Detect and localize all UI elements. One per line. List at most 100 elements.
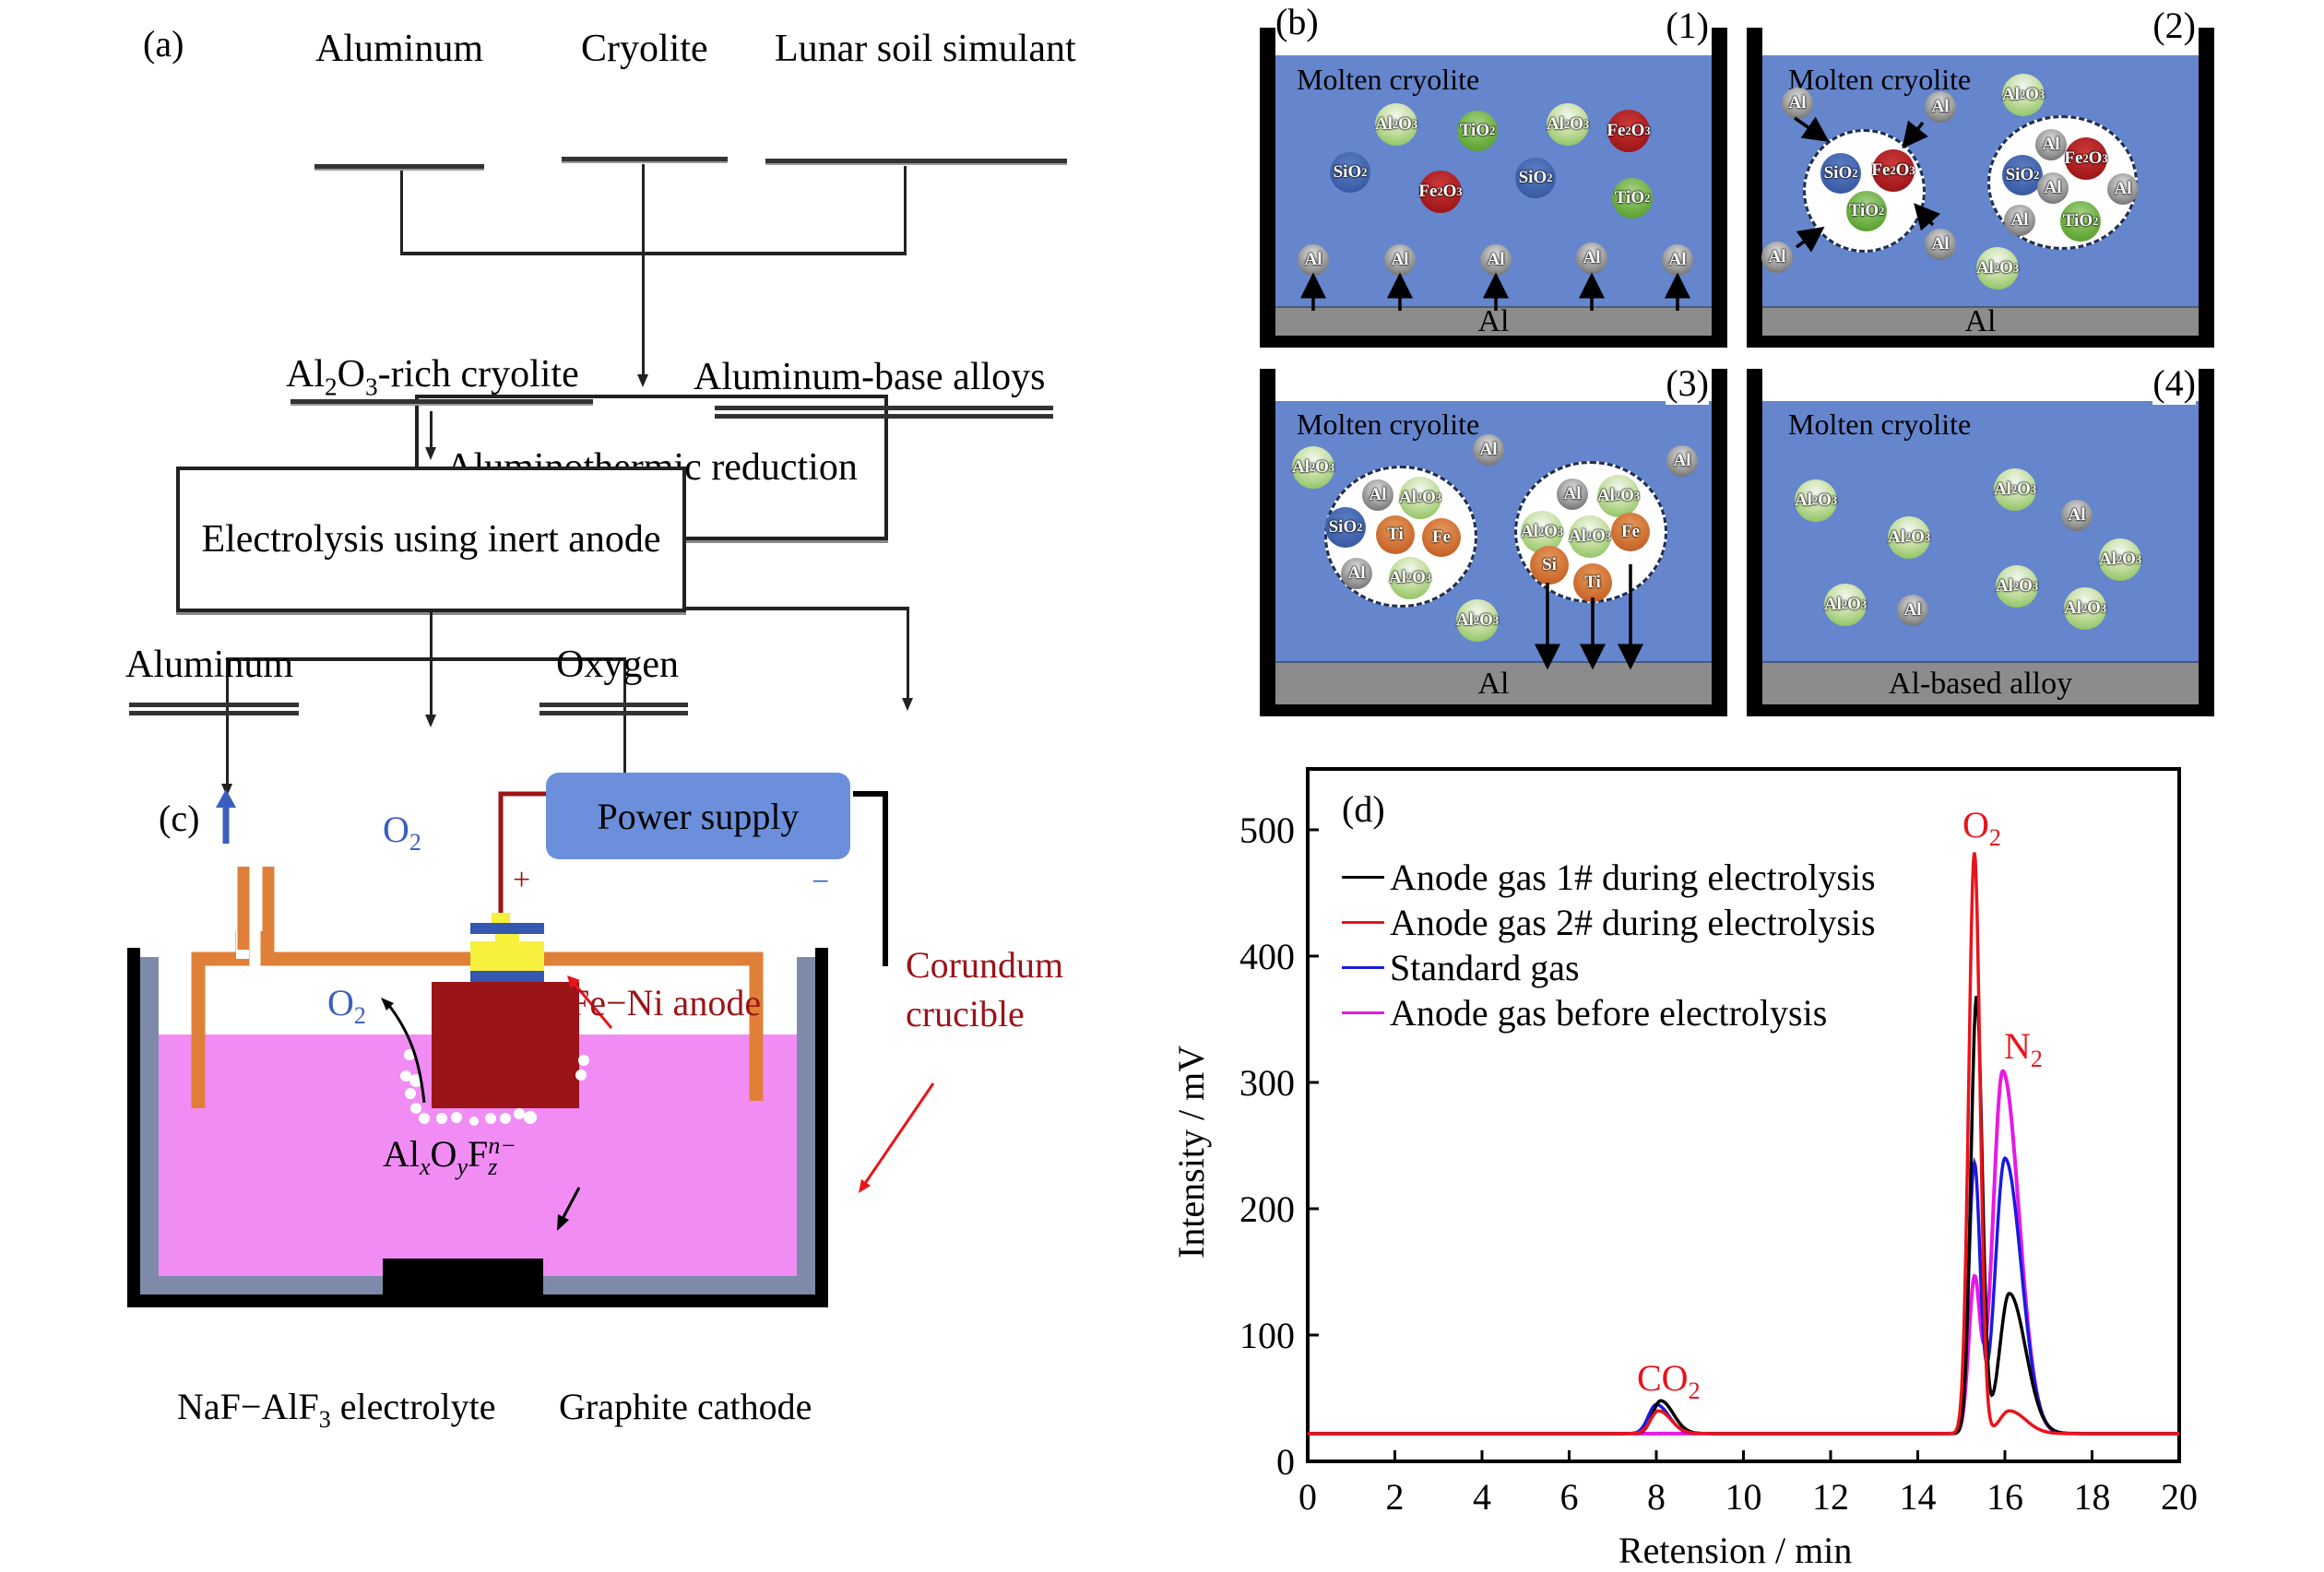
corundum-crucible	[797, 957, 815, 1294]
y-tick-label: 300	[1239, 1062, 1295, 1104]
crucible-wall	[1260, 369, 1275, 716]
x-axis-label: Retension / min	[1618, 1530, 1853, 1571]
molecule-al: Al	[2061, 500, 2093, 531]
connector	[226, 657, 626, 661]
molecule-al: Al	[2035, 129, 2067, 160]
positive-terminal-label: +	[513, 863, 531, 897]
molecule-al: Al	[1341, 558, 1372, 589]
x-tick-label: 4	[1473, 1476, 1491, 1518]
molecule-al: Al	[1557, 479, 1588, 510]
connector	[400, 252, 907, 255]
connector	[642, 164, 645, 376]
melt-label: Molten cryolite	[1788, 63, 1972, 96]
formula-part: N	[2004, 1025, 2031, 1067]
input-lunar-soil: Lunar soil simulant	[775, 28, 1076, 70]
anode-label: Fe−Ni anode	[569, 982, 762, 1023]
x-tick-label: 16	[1986, 1476, 2023, 1518]
connector	[623, 657, 626, 788]
connector	[430, 612, 433, 660]
molecule-al: Al	[1925, 229, 1956, 260]
crucible-wall	[1747, 703, 2214, 716]
crucible-wall	[1747, 334, 2214, 348]
output-oxygen: Oxygen	[556, 644, 679, 686]
arrow-icon	[1794, 116, 1830, 142]
formula-part: O	[383, 809, 409, 850]
step-number: (3)	[1666, 361, 1709, 405]
legend-item: Anode gas 1# during electrolysis	[1342, 856, 1876, 899]
step-number: (2)	[2152, 4, 2196, 47]
legend-swatch	[1342, 876, 1384, 879]
formula-subscript: 2	[325, 372, 338, 401]
intermediate-underline	[290, 399, 593, 406]
formula-subscript: 2	[1988, 824, 2001, 851]
y-tick-label: 100	[1239, 1315, 1295, 1356]
pointer-arrow-icon	[572, 982, 613, 1029]
input-cryolite-underline	[562, 157, 728, 163]
x-tick-label: 18	[2074, 1476, 2111, 1518]
molecule-al: Al	[1480, 244, 1512, 276]
molecule-al: Al	[1576, 242, 1607, 274]
series-line	[1308, 1156, 2179, 1436]
crucible-wall	[1260, 703, 1727, 716]
formula-subscript: 3	[365, 372, 378, 401]
panel-b-arrows	[1300, 116, 1941, 670]
crucible-wall	[1712, 369, 1727, 716]
molecule-al: Al	[1897, 595, 1928, 626]
melt-label: Molten cryolite	[1297, 63, 1480, 96]
arrow-icon	[1795, 226, 1825, 253]
peak-label-co2: CO2	[1637, 1360, 1701, 1403]
molecule-al: Al	[2004, 205, 2035, 236]
formula-part: O	[1962, 804, 1989, 845]
formula-part: F	[467, 1133, 489, 1175]
connector	[400, 171, 403, 255]
connector	[907, 607, 909, 701]
formula-subscript: y	[456, 1153, 468, 1180]
panel-d-label: (d)	[1342, 788, 1385, 830]
molecule-al: Al	[2107, 173, 2139, 205]
input-cryolite: Cryolite	[581, 28, 708, 70]
final-product-double-underline	[715, 406, 1053, 419]
curved-arrow-icon	[385, 1002, 426, 1104]
step-number: (4)	[2152, 361, 2196, 405]
molecule-fe: Fe	[1422, 518, 1461, 557]
panel-b-label: (b)	[1275, 1, 1319, 42]
crucible-wall	[1712, 28, 1727, 348]
formula-subscript: z	[488, 1153, 498, 1180]
connector	[430, 607, 433, 717]
formula-part: -rich cryolite	[377, 353, 579, 396]
positive-wire	[498, 791, 549, 913]
legend-swatch	[1342, 921, 1384, 924]
crucible-wall	[1747, 28, 1762, 348]
input-aluminum-underline	[314, 164, 484, 171]
x-tick-label: 2	[1386, 1476, 1405, 1518]
formula-subscript: x	[420, 1153, 431, 1180]
formula-subscript: 2	[1688, 1377, 1701, 1404]
panel-a-label: (a)	[143, 23, 184, 65]
formula-part: NaF−AlF	[177, 1386, 319, 1427]
formula-part: O	[337, 353, 365, 396]
x-tick-label: 14	[1900, 1476, 1937, 1518]
